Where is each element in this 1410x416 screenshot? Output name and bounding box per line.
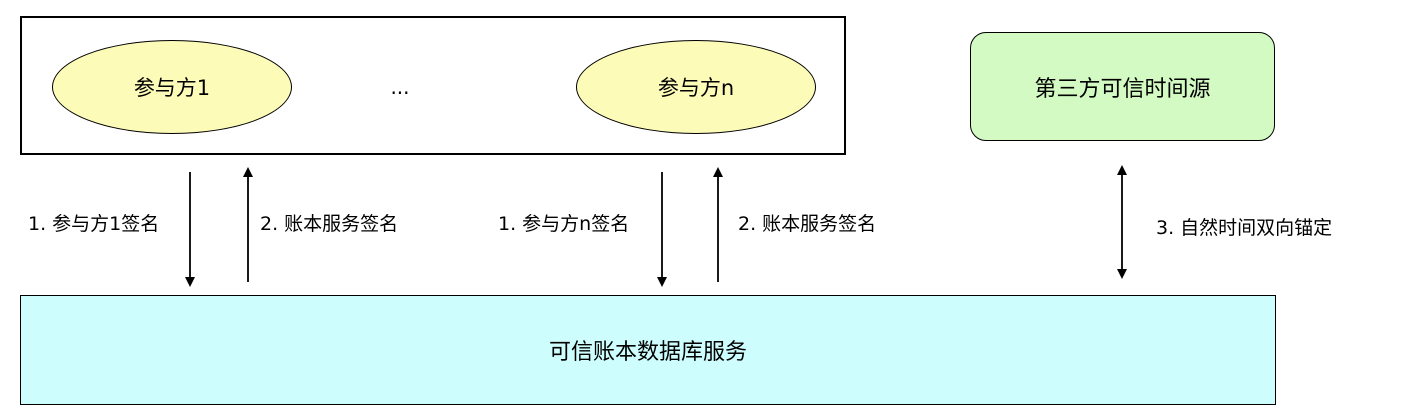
time-anchor-label: 3. 自然时间双向锚定: [1156, 217, 1333, 239]
participant-n-label: 参与方n: [657, 76, 735, 100]
ledger-service-node: 可信账本数据库服务: [20, 295, 1276, 405]
participant-1-node: 参与方1: [52, 40, 292, 134]
time-source-node: 第三方可信时间源: [970, 32, 1275, 141]
participant-1-sign-label: 1. 参与方1签名: [28, 213, 160, 235]
time-source-label: 第三方可信时间源: [1034, 76, 1211, 102]
participant-n-node: 参与方n: [576, 40, 816, 134]
participant-1-label: 参与方1: [133, 76, 211, 100]
ledger-sign-label-1: 2. 账本服务签名: [260, 213, 399, 235]
ledger-service-label: 可信账本数据库服务: [548, 340, 747, 365]
participants-ellipsis: ...: [390, 75, 410, 99]
ledger-sign-label-2: 2. 账本服务签名: [738, 213, 877, 235]
participant-n-sign-label: 1. 参与方n签名: [498, 213, 630, 235]
